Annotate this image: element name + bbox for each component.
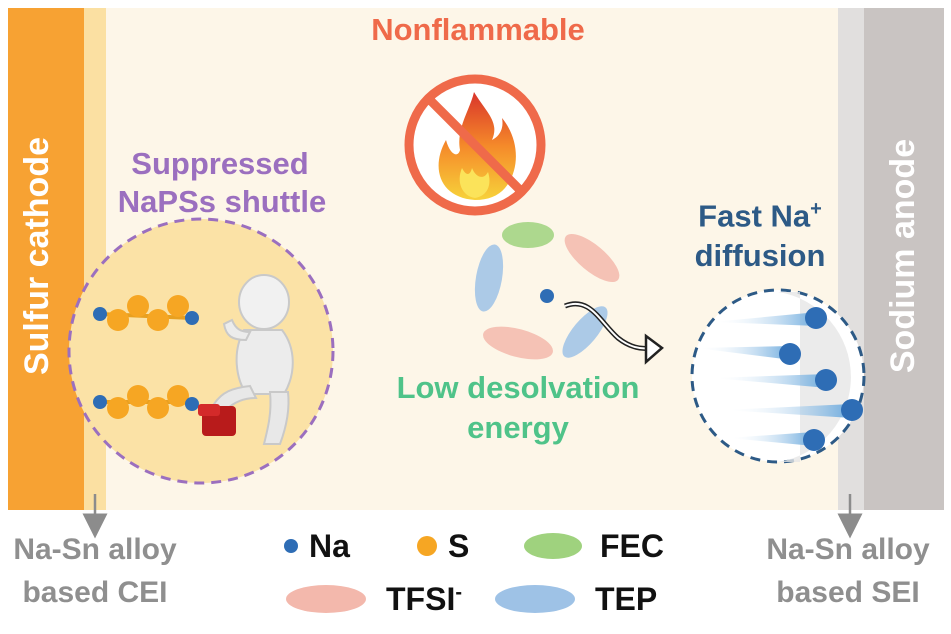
sei-label-line2: based SEI: [776, 576, 920, 609]
legend-fec-marker: [524, 533, 582, 559]
sodium-anode: [864, 8, 944, 510]
legend-tfsi-marker: [286, 585, 366, 613]
legend-tep-marker: [495, 585, 575, 613]
legend-s-label: S: [448, 528, 470, 564]
curved-arrow-icon: [564, 301, 664, 365]
polysulfide-chain: [93, 295, 199, 331]
legend-tfsi-text: TFSI: [386, 581, 456, 617]
sulfur-cathode: [8, 8, 84, 510]
fast-diffusion-sup: +: [810, 198, 822, 220]
low-desolvation-label-line2: energy: [467, 410, 569, 445]
legend-fec-label: FEC: [600, 528, 664, 564]
anode-label: Sodium anode: [884, 138, 922, 374]
legend-na-label: Na: [309, 528, 350, 564]
suppressed-label-line1: Suppressed: [131, 146, 309, 181]
cei-label-line1: Na-Sn alloy: [13, 533, 177, 566]
nonflammable-label: Nonflammable: [371, 12, 585, 47]
legend-s-marker: [417, 536, 437, 556]
legend-tfsi-label: TFSI-: [386, 581, 462, 618]
legend-tep-label: TEP: [595, 581, 658, 617]
no-fire-icon: [404, 74, 546, 216]
sei-label-line1: Na-Sn alloy: [766, 533, 930, 566]
sei-diffusion-circle: [690, 288, 866, 464]
figure-stepping-icon: [198, 274, 294, 445]
legend-tfsi-sup: -: [455, 581, 462, 604]
fast-diffusion-label-line2: diffusion: [694, 238, 826, 273]
legend-na-marker: [284, 539, 298, 553]
suppressed-label-line2: NaPSs shuttle: [117, 184, 327, 219]
fast-diffusion-label-line1: Fast Na+: [660, 198, 860, 234]
cathode-label: Sulfur cathode: [18, 136, 56, 376]
cei-label-line2: based CEI: [22, 576, 168, 609]
solvation-shell: [474, 222, 620, 360]
polysulfide-chain: [93, 385, 199, 419]
shuttle-circle: [67, 217, 335, 485]
low-desolvation-label-line1: Low desolvation: [396, 370, 640, 405]
fast-diffusion-text: Fast Na: [698, 198, 811, 234]
